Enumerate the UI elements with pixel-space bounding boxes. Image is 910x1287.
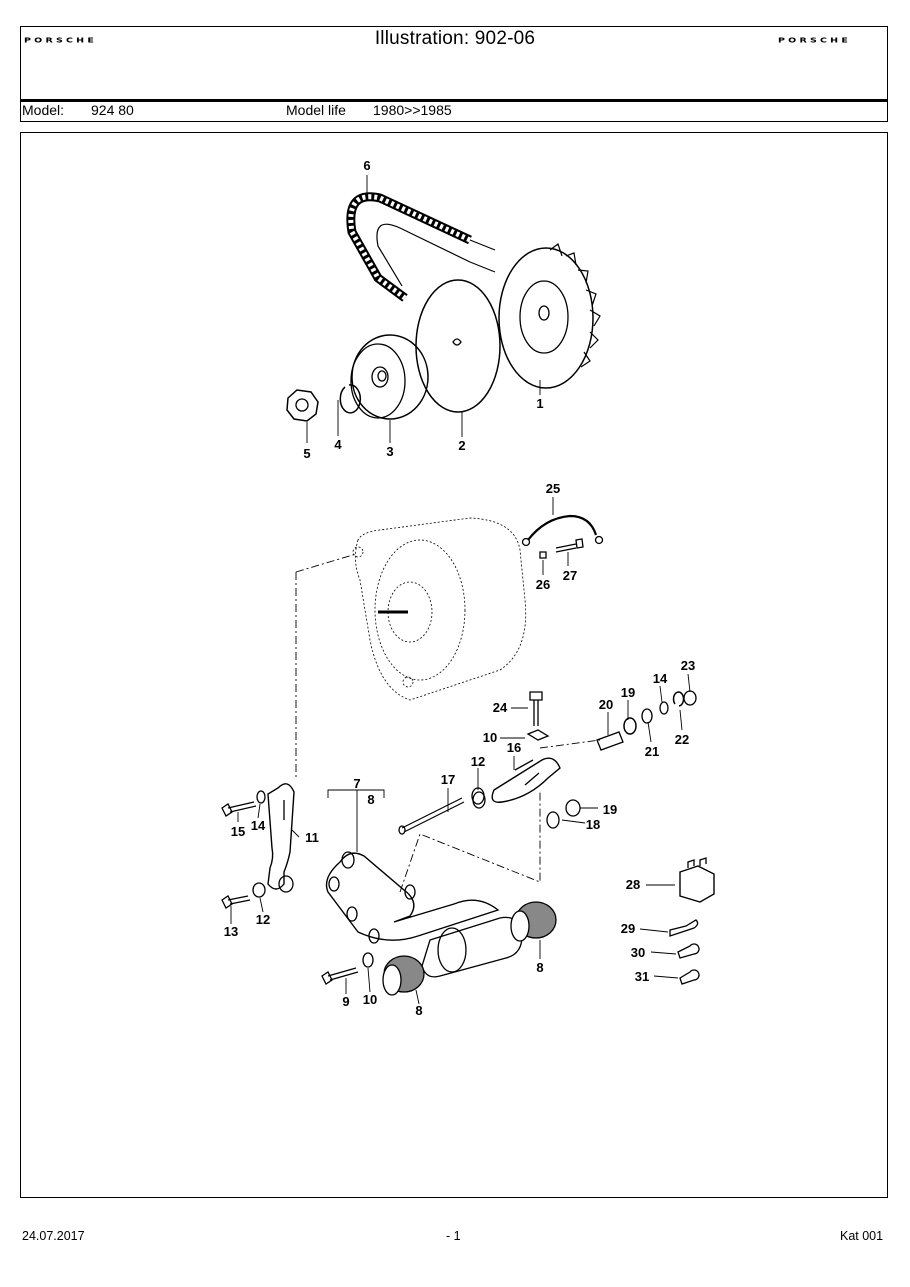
callout-4: 4 <box>334 437 342 452</box>
callout-12-top: 12 <box>471 754 485 769</box>
callout-30: 30 <box>631 945 645 960</box>
callout-14-right: 14 <box>653 671 668 686</box>
assembly-lines <box>295 553 601 893</box>
callout-10-bottom: 10 <box>363 992 377 1007</box>
callout-12-left: 12 <box>256 912 270 927</box>
alternator-outline <box>352 517 527 701</box>
callout-23: 23 <box>681 658 695 673</box>
callout-8-left: 8 <box>415 1003 422 1018</box>
belt-part-6 <box>346 192 496 302</box>
ground-strap-part-25 <box>521 514 604 559</box>
callout-15: 15 <box>231 824 245 839</box>
callout-18: 18 <box>586 817 600 832</box>
fasteners <box>221 790 486 985</box>
callout-11: 11 <box>305 830 319 845</box>
tensioner-assembly <box>398 690 697 835</box>
callout-2: 2 <box>458 438 465 453</box>
callout-3: 3 <box>386 444 393 459</box>
connectors <box>669 857 715 985</box>
callout-21: 21 <box>645 744 659 759</box>
callout-24: 24 <box>493 700 508 715</box>
callout-labels: 1 2 3 4 5 6 7 8 8 8 9 10 10 11 12 12 13 … <box>224 158 695 1018</box>
header-box <box>20 26 888 122</box>
callout-27: 27 <box>563 568 577 583</box>
model-value: 924 80 <box>91 102 134 118</box>
circlip-part-4 <box>339 384 362 414</box>
nut-part-5 <box>286 389 319 422</box>
callout-26: 26 <box>536 577 550 592</box>
link-arm-part-11 <box>267 783 295 893</box>
callout-22: 22 <box>675 732 689 747</box>
footer-date: 24.07.2017 <box>22 1229 85 1243</box>
callout-8-right: 8 <box>536 960 543 975</box>
model-life-value: 1980>>1985 <box>373 102 452 118</box>
callout-10-top: 10 <box>483 730 497 745</box>
callout-19-right: 19 <box>603 802 617 817</box>
callout-7: 7 <box>353 776 360 791</box>
callout-8-bracket: 8 <box>367 792 374 807</box>
callout-14-left: 14 <box>251 818 266 833</box>
pulley-hub-part-3 <box>350 334 429 420</box>
footer-page: - 1 <box>446 1229 461 1243</box>
illustration-title: Illustration: 902-06 <box>374 28 536 49</box>
callout-20: 20 <box>599 697 613 712</box>
pulley-disk-hole <box>452 338 462 346</box>
bracket-part-7 <box>325 851 523 978</box>
callout-31: 31 <box>635 969 649 984</box>
illustration-frame <box>20 132 888 1198</box>
callout-19-top: 19 <box>621 685 635 700</box>
callout-17: 17 <box>441 772 455 787</box>
toothed-pulley-part-1 <box>498 243 601 389</box>
callout-28: 28 <box>626 877 640 892</box>
callout-6: 6 <box>363 158 370 173</box>
callout-29: 29 <box>621 921 635 936</box>
rubber-bushing-part-8 <box>382 901 557 996</box>
callout-1: 1 <box>536 396 543 411</box>
model-life-label: Model life <box>286 102 346 118</box>
pulley-disk-part-2 <box>415 279 501 413</box>
footer-catalog: Kat 001 <box>840 1229 884 1243</box>
callout-13: 13 <box>224 924 238 939</box>
porsche-logo-right: PORSCHE <box>778 37 852 45</box>
callout-9: 9 <box>342 994 349 1009</box>
leader-lines <box>230 175 691 1005</box>
model-label: Model: <box>22 102 65 118</box>
porsche-logo-left: PORSCHE <box>24 37 98 45</box>
callout-25: 25 <box>546 481 560 496</box>
callout-5: 5 <box>303 446 310 461</box>
header-divider <box>20 99 888 102</box>
callout-16: 16 <box>507 740 521 755</box>
